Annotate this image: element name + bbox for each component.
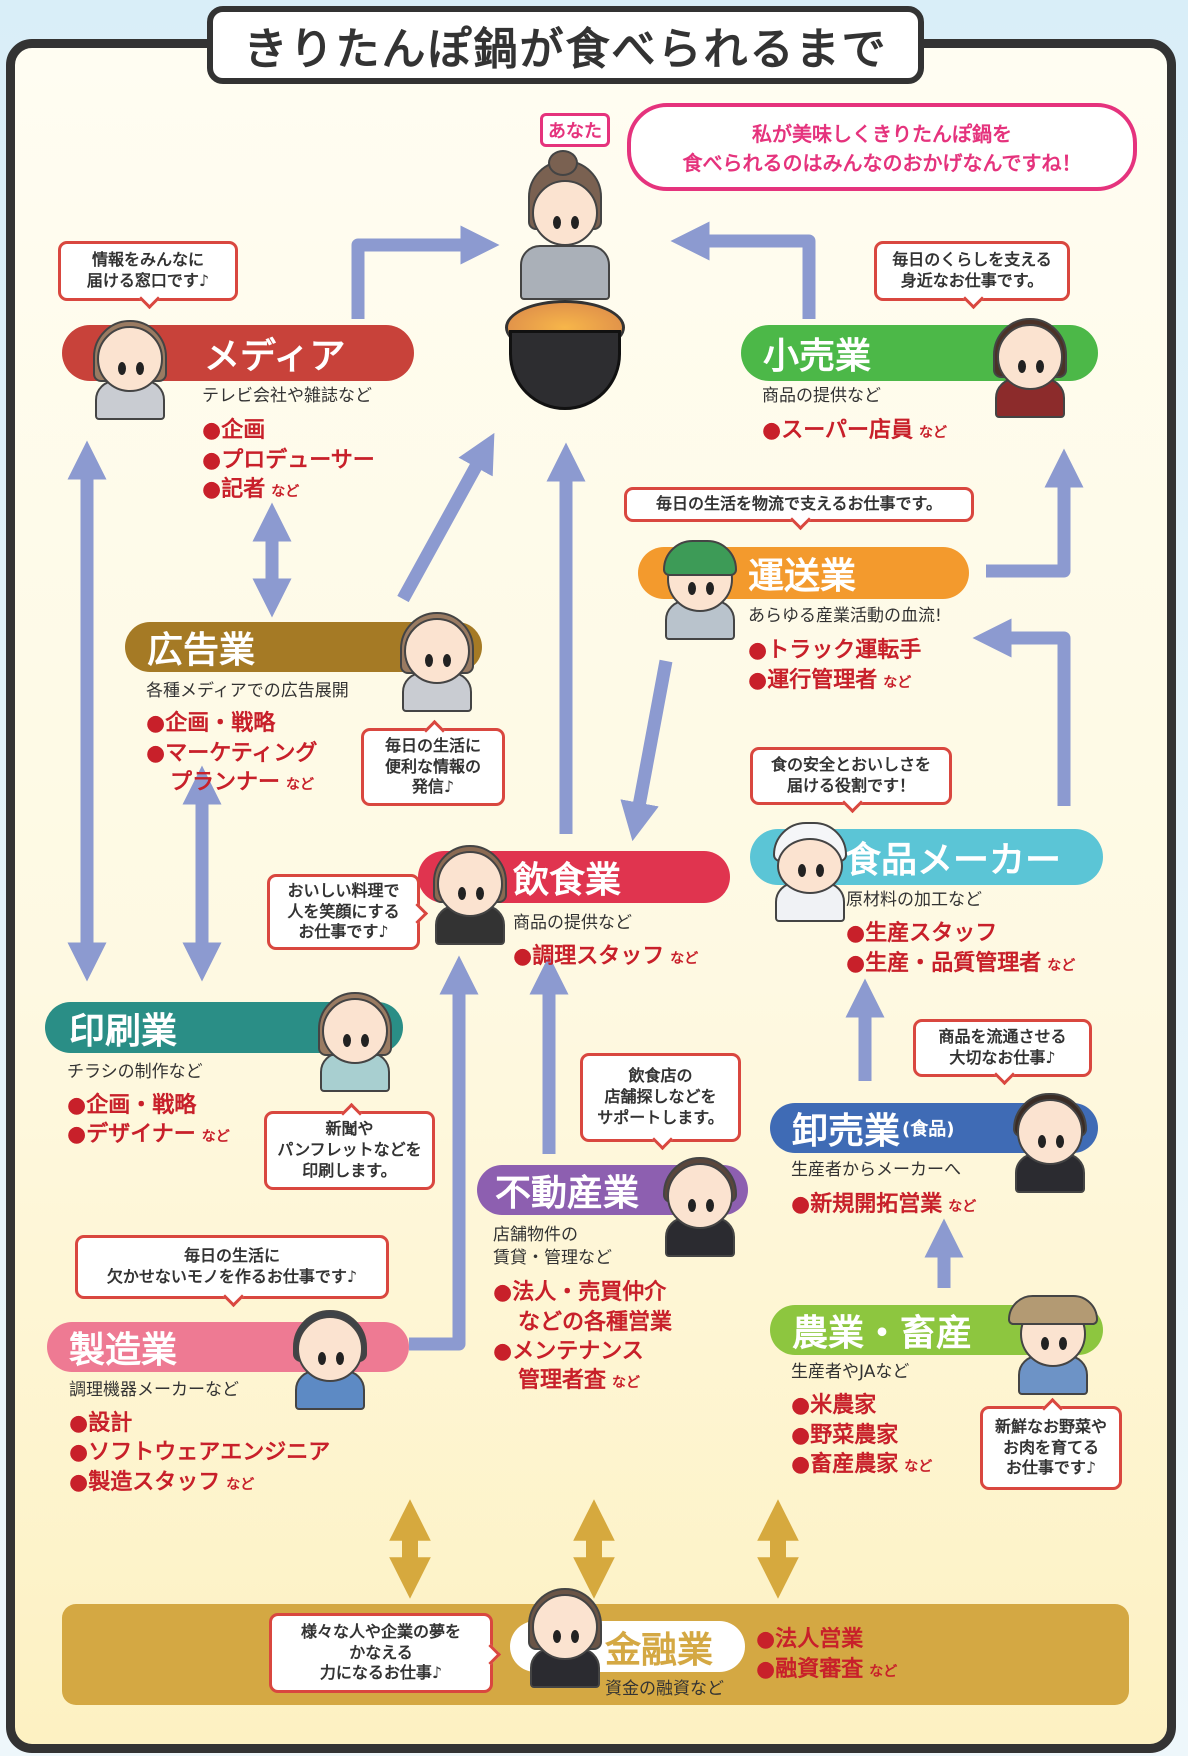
transport-bubble: 毎日の生活を物流で支えるお仕事です。 bbox=[624, 487, 974, 522]
finance-avatar bbox=[520, 1588, 610, 1700]
page-title: きりたんぽ鍋が食べられるまで bbox=[207, 6, 924, 84]
media-item: ●記者など bbox=[202, 477, 300, 502]
manufacturing-desc: 調理機器メーカーなど bbox=[69, 1380, 239, 1400]
you-avatar bbox=[520, 150, 610, 300]
retail-bubble: 毎日のくらしを支える身近なお仕事です。 bbox=[874, 241, 1070, 301]
restaurant-desc: 商品の提供など bbox=[513, 913, 632, 933]
real-estate-bubble: 飲食店の店舗探しなどをサポートします。 bbox=[580, 1053, 741, 1142]
you-label: あなた bbox=[540, 113, 610, 147]
retail-item: ●スーパー店員など bbox=[762, 418, 947, 443]
kiritanpo-pot-icon bbox=[495, 290, 635, 420]
printing-avatar bbox=[310, 992, 400, 1102]
food-maker-bubble: 食の安全とおいしさを届ける役割です！ bbox=[750, 747, 952, 805]
finance-bubble: 様々な人や企業の夢をかなえる力になるお仕事♪ bbox=[269, 1613, 493, 1693]
advertising-bubble: 毎日の生活に便利な情報の発信♪ bbox=[361, 728, 505, 806]
real-estate-item: などの各種営業 bbox=[518, 1310, 673, 1335]
real-estate-item: ●法人・売買仲介 bbox=[493, 1280, 667, 1305]
arrow-manufacturing-to-restaurant bbox=[409, 955, 479, 1351]
wholesale-bubble: 商品を流通させる大切なお仕事♪ bbox=[913, 1019, 1092, 1077]
manufacturing-item: ●ソフトウェアエンジニア bbox=[69, 1440, 331, 1465]
agriculture-item: ●畜産農家など bbox=[791, 1452, 933, 1477]
restaurant-item: ●調理スタッフなど bbox=[513, 944, 699, 969]
media-item: ●企画 bbox=[202, 418, 266, 443]
transport-item: ●運行管理者など bbox=[748, 668, 912, 693]
real-estate-item: 管理者査など bbox=[518, 1368, 641, 1393]
arrow-transport-to-restaurant bbox=[620, 659, 673, 842]
manufacturing-bubble: 毎日の生活に欠かせないモノを作るお仕事です♪ bbox=[75, 1235, 389, 1299]
manufacturing-avatar bbox=[285, 1310, 375, 1425]
food-maker-item: ●生産・品質管理者など bbox=[846, 951, 1076, 976]
advertising-item: ●企画・戦略 bbox=[146, 711, 276, 736]
arrow-foodmaker-to-transport bbox=[972, 618, 1071, 806]
arrow-retail-to-you bbox=[670, 221, 816, 319]
agriculture-avatar bbox=[1008, 1295, 1098, 1407]
arrow-ad-to-pot bbox=[397, 432, 495, 603]
food-maker-avatar bbox=[765, 822, 855, 934]
media-desc: テレビ会社や雑誌など bbox=[202, 386, 372, 406]
restaurant-avatar bbox=[425, 845, 515, 955]
finance-item: ●法人営業 bbox=[756, 1627, 864, 1652]
manufacturing-item: ●設計 bbox=[69, 1411, 133, 1436]
advertising-item: ●マーケティング bbox=[146, 741, 318, 766]
real-estate-item: ●メンテナンス bbox=[493, 1339, 644, 1364]
restaurant-bubble: おいしい料理で人を笑顔にするお仕事です♪ bbox=[267, 874, 420, 950]
advertising-item: プランナーなど bbox=[170, 770, 315, 795]
agriculture-bubble: 新鮮なお野菜やお肉を育てるお仕事です♪ bbox=[980, 1406, 1122, 1490]
agriculture-item: ●野菜農家 bbox=[791, 1423, 899, 1448]
transport-desc: あらゆる産業活動の血流! bbox=[748, 606, 942, 626]
advertising-desc: 各種メディアでの広告展開 bbox=[146, 681, 349, 701]
printing-bubble: 新聞やパンフレットなどを印刷します。 bbox=[264, 1111, 435, 1190]
retail-desc: 商品の提供など bbox=[762, 386, 881, 406]
manufacturing-item: ●製造スタッフなど bbox=[69, 1470, 255, 1495]
agriculture-item: ●米農家 bbox=[791, 1393, 877, 1418]
printing-desc: チラシの制作など bbox=[67, 1062, 203, 1082]
printing-item: ●企画・戦略 bbox=[67, 1093, 197, 1118]
you-speech-bubble: 私が美味しくきりたんぽ鍋を食べられるのはみんなのおかげなんですね！ bbox=[627, 103, 1137, 191]
media-bubble: 情報をみんなに届ける窓口です♪ bbox=[58, 241, 238, 301]
transport-item: ●トラック運転手 bbox=[748, 638, 922, 663]
advertising-avatar bbox=[392, 612, 482, 717]
agriculture-desc: 生産者やJAなど bbox=[791, 1362, 910, 1382]
printing-item: ●デザイナーなど bbox=[67, 1122, 230, 1147]
finance-desc: 資金の融資など bbox=[605, 1679, 724, 1699]
arrow-media-to-you bbox=[351, 225, 500, 319]
media-item: ●プロデューサー bbox=[202, 448, 375, 473]
wholesale-item: ●新規開拓営業など bbox=[791, 1192, 977, 1217]
wholesale-avatar bbox=[1005, 1093, 1095, 1208]
finance-item: ●融資審査など bbox=[756, 1657, 898, 1682]
wholesale-desc: 生産者からメーカーへ bbox=[791, 1160, 961, 1180]
real-estate-avatar bbox=[655, 1157, 745, 1267]
transport-avatar bbox=[655, 540, 745, 650]
arrow-transport-to-retail bbox=[986, 448, 1084, 578]
food-maker-desc: 原材料の加工など bbox=[846, 890, 982, 910]
media-avatar bbox=[85, 320, 175, 425]
food-maker-item: ●生産スタッフ bbox=[846, 921, 998, 946]
retail-avatar bbox=[985, 318, 1075, 428]
real-estate-desc: 店舗物件の賃貸・管理など bbox=[493, 1225, 612, 1268]
